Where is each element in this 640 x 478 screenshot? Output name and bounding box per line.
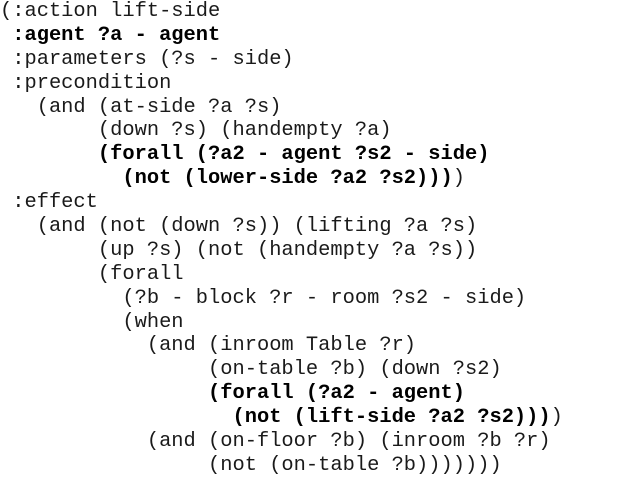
code-segment: (down ?s) (handempty ?a) [0,119,392,143]
code-line-18: (not (lift-side ?a2 ?s2)))) [0,406,640,430]
code-line-6: (down ?s) (handempty ?a) [0,119,640,143]
code-segment: (forall [0,262,184,286]
code-segment: (:action lift-side [0,0,221,23]
code-segment: :precondition [0,71,172,95]
code-line-8: (not (lower-side ?a2 ?s2)))) [0,167,640,191]
code-line-19: (and (on-floor ?b) (inroom ?b ?r) [0,430,640,454]
code-line-10: (and (not (down ?s)) (lifting ?a ?s) [0,215,640,239]
code-segment: (when [0,310,184,334]
code-segment: (on-table ?b) (down ?s2) [0,358,502,382]
code-segment: ) [550,406,563,430]
code-segment: (forall (?a2 - agent) [0,382,465,406]
code-segment: (and (on-floor ?b) (inroom ?b ?r) [0,430,551,454]
code-line-2: :agent ?a - agent [0,24,640,48]
code-line-7: (forall (?a2 - agent ?s2 - side) [0,143,640,167]
code-line-13: (?b - block ?r - room ?s2 - side) [0,287,640,311]
code-line-11: (up ?s) (not (handempty ?a ?s)) [0,239,640,263]
code-line-17: (forall (?a2 - agent) [0,382,640,406]
code-segment: (forall (?a2 - agent ?s2 - side) [0,143,490,167]
code-segment: (and (at-side ?a ?s) [0,95,282,119]
code-segment: (and (not (down ?s)) (lifting ?a ?s) [0,215,478,239]
code-segment: (not (on-table ?b))))))) [0,453,502,477]
code-line-14: (when [0,311,640,335]
code-line-3: :parameters (?s - side) [0,48,640,72]
code-segment: (?b - block ?r - room ?s2 - side) [0,286,527,310]
code-segment: (and (inroom Table ?r) [0,334,417,358]
code-segment: (not (lower-side ?a2 ?s2))) [0,167,453,191]
code-segment: ) [452,167,465,191]
code-line-4: :precondition [0,72,640,96]
code-segment: :parameters (?s - side) [0,47,294,71]
code-line-1: (:action lift-side [0,0,640,24]
code-line-9: :effect [0,191,640,215]
code-segment: (not (lift-side ?a2 ?s2))) [0,406,551,430]
code-segment: :agent ?a - agent [0,23,221,47]
code-line-5: (and (at-side ?a ?s) [0,96,640,120]
code-segment: (up ?s) (not (handempty ?a ?s)) [0,238,478,262]
code-line-20: (not (on-table ?b))))))) [0,454,640,478]
code-line-16: (on-table ?b) (down ?s2) [0,358,640,382]
code-line-12: (forall [0,263,640,287]
code-line-15: (and (inroom Table ?r) [0,334,640,358]
code-segment: :effect [0,191,98,215]
